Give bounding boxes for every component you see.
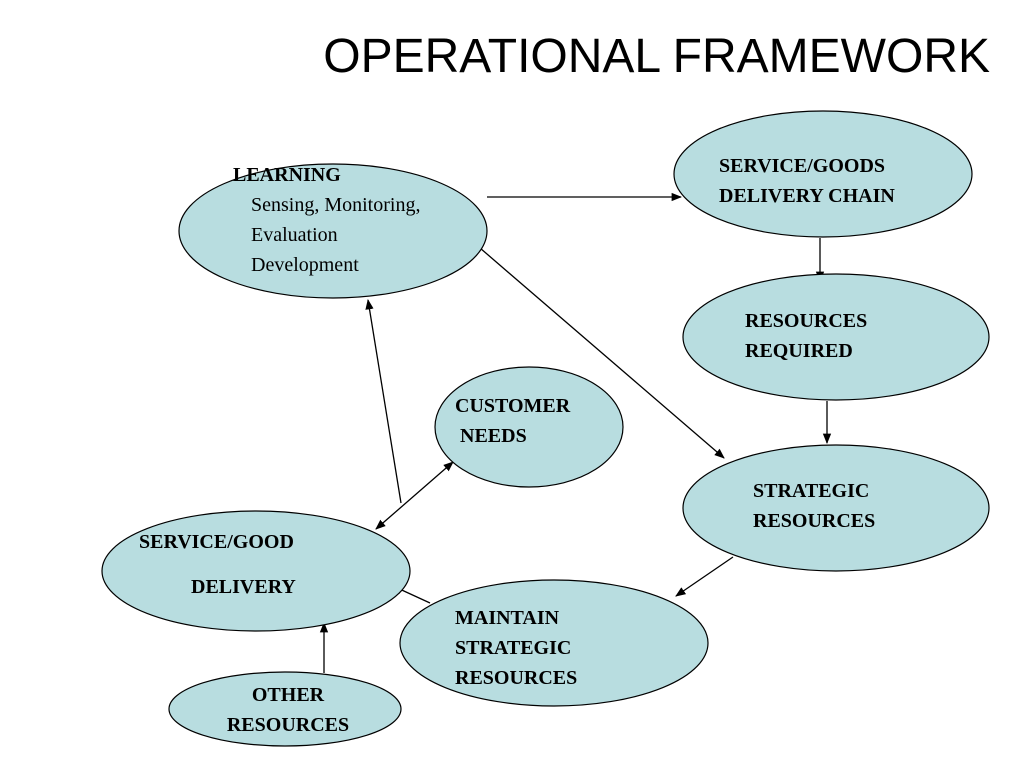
strategic-resources-ellipse	[682, 444, 990, 572]
learning-ellipse	[178, 163, 488, 299]
delivery-chain-ellipse	[673, 110, 973, 238]
strategic-resources-node-text: STRATEGIC RESOURCES	[753, 476, 875, 536]
customer-needs-line-2: NEEDS	[460, 425, 527, 447]
other-resources-line-2: RESOURCES	[226, 714, 350, 736]
delivery-chain-node-text: SERVICE/GOODS DELIVERY CHAIN	[719, 151, 895, 211]
service-good-delivery-ellipse	[101, 510, 411, 632]
resources-required-node-text: RESOURCES REQUIRED	[745, 306, 867, 366]
learning-heading: LEARNING	[233, 164, 341, 186]
arrow-strategic-resources-to-maintain-strategic	[675, 556, 734, 597]
learning-line-2: Evaluation	[251, 224, 338, 246]
maintain-strategic-line-1: MAINTAIN	[455, 607, 560, 629]
resources-required-line-2: REQUIRED	[745, 340, 853, 362]
learning-node-text: LEARNING Sensing, Monitoring, Evaluation…	[233, 160, 420, 280]
customer-needs-line-1: CUSTOMER	[455, 395, 571, 417]
customer-needs-ellipse	[434, 366, 624, 488]
learning-line-3: Development	[251, 254, 359, 276]
arrow-learning-to-strategic-resources	[479, 247, 725, 459]
maintain-strategic-line-2: STRATEGIC	[455, 637, 572, 659]
maintain-strategic-ellipse	[399, 579, 709, 707]
maintain-strategic-line-3: RESOURCES	[455, 667, 578, 689]
delivery-chain-line-1: SERVICE/GOODS	[719, 155, 886, 177]
resources-required-line-1: RESOURCES	[745, 310, 868, 332]
delivery-chain-line-2: DELIVERY CHAIN	[719, 185, 895, 207]
page-title: OPERATIONAL FRAMEWORK	[323, 30, 990, 83]
service-good-delivery-node-text: SERVICE/GOOD DELIVERY	[139, 527, 296, 602]
learning-line-1: Sensing, Monitoring,	[251, 194, 421, 216]
strategic-resources-line-1: STRATEGIC	[753, 480, 870, 502]
other-resources-node-text: OTHER RESOURCES	[212, 680, 364, 740]
customer-needs-node-text: CUSTOMER NEEDS	[455, 391, 570, 451]
resources-required-ellipse	[682, 273, 990, 401]
maintain-strategic-node-text: MAINTAIN STRATEGIC RESOURCES	[455, 603, 577, 693]
other-resources-line-1: OTHER	[251, 684, 325, 706]
arrow-service-good-delivery-to-learning	[365, 298, 402, 504]
other-resources-ellipse	[168, 671, 402, 747]
arrow-service-good-delivery-to-customer-needs	[375, 461, 454, 530]
service-good-delivery-line-2: DELIVERY	[191, 576, 296, 598]
strategic-resources-line-2: RESOURCES	[753, 510, 876, 532]
service-good-delivery-line-1: SERVICE/GOOD	[139, 531, 294, 553]
